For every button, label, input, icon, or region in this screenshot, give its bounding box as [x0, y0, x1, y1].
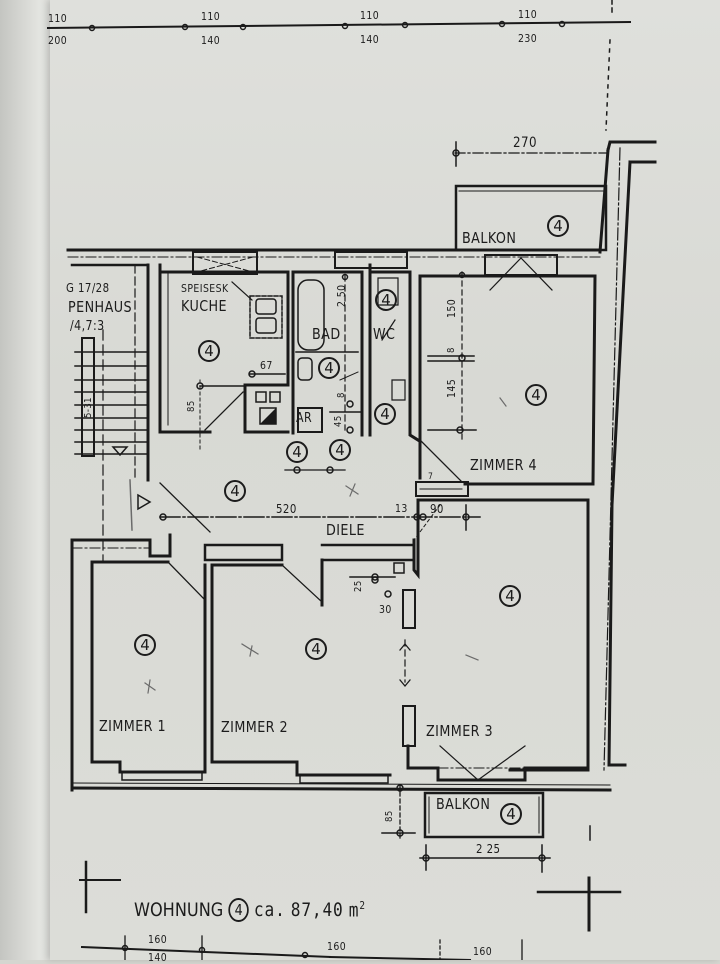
bottom-dim-upper-2: 160	[327, 940, 347, 953]
abstellraum-label: AR	[296, 411, 313, 426]
kueche-sublabel: SPEISESK	[181, 282, 229, 295]
kueche-dim-width: 67	[260, 359, 273, 372]
zimmer2-dim-b: 30	[379, 603, 392, 616]
zimmer3-unit-badge: 4	[499, 585, 521, 607]
zimmer1-label: ZIMMER 1	[99, 717, 166, 735]
treppenhaus-label-line1: G 17/28	[66, 281, 110, 295]
apartment-area-unit: m2	[349, 899, 366, 921]
diele-unit-badge-2: 4	[329, 439, 351, 461]
area-unit-exponent: 2	[359, 898, 366, 912]
bottom-dim-upper-1: 160	[148, 933, 168, 946]
zimmer4-dim-mid: 8	[446, 347, 457, 353]
zimmer4-unit-badge: 4	[525, 384, 547, 406]
kueche-unit-badge: 4	[198, 340, 220, 362]
balkon-bottom-unit-badge: 4	[500, 803, 522, 825]
treppenhaus-label: PENHAUS	[68, 298, 133, 316]
top-dim-lower-4: 230	[518, 32, 538, 45]
top-dim-upper-2: 110	[201, 10, 221, 23]
diele-unit-badge: 4	[224, 480, 246, 502]
top-dim-upper-4: 110	[518, 8, 538, 21]
wc-label: WC	[373, 325, 396, 343]
zimmer2-unit-badge: 4	[305, 638, 327, 660]
zimmer4-dim-bottom: 145	[445, 378, 458, 398]
bad-dim-length: 2 50	[335, 284, 348, 307]
balkon-bottom-label: BALKON	[436, 795, 491, 813]
abstellraum-dim: 45	[333, 415, 344, 427]
zimmer4-dim-top: 150	[445, 298, 458, 318]
bottom-dim-lower-1: 140	[148, 951, 168, 964]
wc-unit-badge-top: 4	[375, 289, 397, 311]
apartment-title: WOHNUNG 4 ca. 87,40 m2	[134, 898, 366, 922]
zimmer4-label: ZIMMER 4	[470, 456, 537, 474]
zimmer3-label: ZIMMER 3	[426, 722, 493, 740]
treppenhaus-label-line3: /4,7:3	[70, 319, 105, 334]
wc-unit-badge-bottom: 4	[374, 403, 396, 425]
area-unit-base: m	[348, 899, 360, 922]
zimmer2-label: ZIMMER 2	[221, 718, 288, 736]
zimmer2-dim-a: 25	[353, 580, 364, 592]
stair-dimension: 5-31	[83, 397, 94, 418]
bad-label: BAD	[312, 325, 341, 343]
kueche-dim-door: 85	[186, 400, 197, 412]
balkon-bottom-dim-width: 2 25	[476, 842, 501, 856]
diele-dim-a: 13	[395, 502, 408, 515]
bad-dim-small: 8	[336, 392, 347, 398]
top-dim-upper-3: 110	[360, 9, 380, 22]
kueche-label: KUCHE	[181, 297, 228, 315]
top-dim-lower-3: 140	[360, 33, 380, 46]
top-dim-lower-1: 200	[48, 34, 68, 47]
apartment-unit-badge: 4	[228, 898, 249, 922]
balkon-top-unit-badge: 4	[547, 215, 569, 237]
apartment-title-label: WOHNUNG	[134, 899, 224, 921]
apartment-area-prefix: ca.	[253, 899, 286, 921]
apartment-area-value: 87,40	[290, 899, 344, 921]
zimmer1-unit-badge: 4	[134, 634, 156, 656]
balkon-top-width: 270	[513, 135, 537, 151]
zimmer4-dim-side: 7	[428, 472, 434, 482]
abstellraum-unit-badge: 4	[286, 441, 308, 463]
diele-dim-length: 520	[276, 502, 297, 516]
top-dim-lower-2: 140	[201, 34, 221, 47]
bad-unit-badge: 4	[318, 357, 340, 379]
diele-dim-b: 90	[430, 502, 444, 516]
balkon-bottom-dim-depth: 85	[384, 810, 395, 822]
bottom-dim-upper-3: 160	[473, 945, 493, 958]
diele-label: DIELE	[326, 521, 365, 539]
balkon-top-label: BALKON	[462, 229, 517, 247]
top-dim-upper-1: 110	[48, 12, 68, 25]
